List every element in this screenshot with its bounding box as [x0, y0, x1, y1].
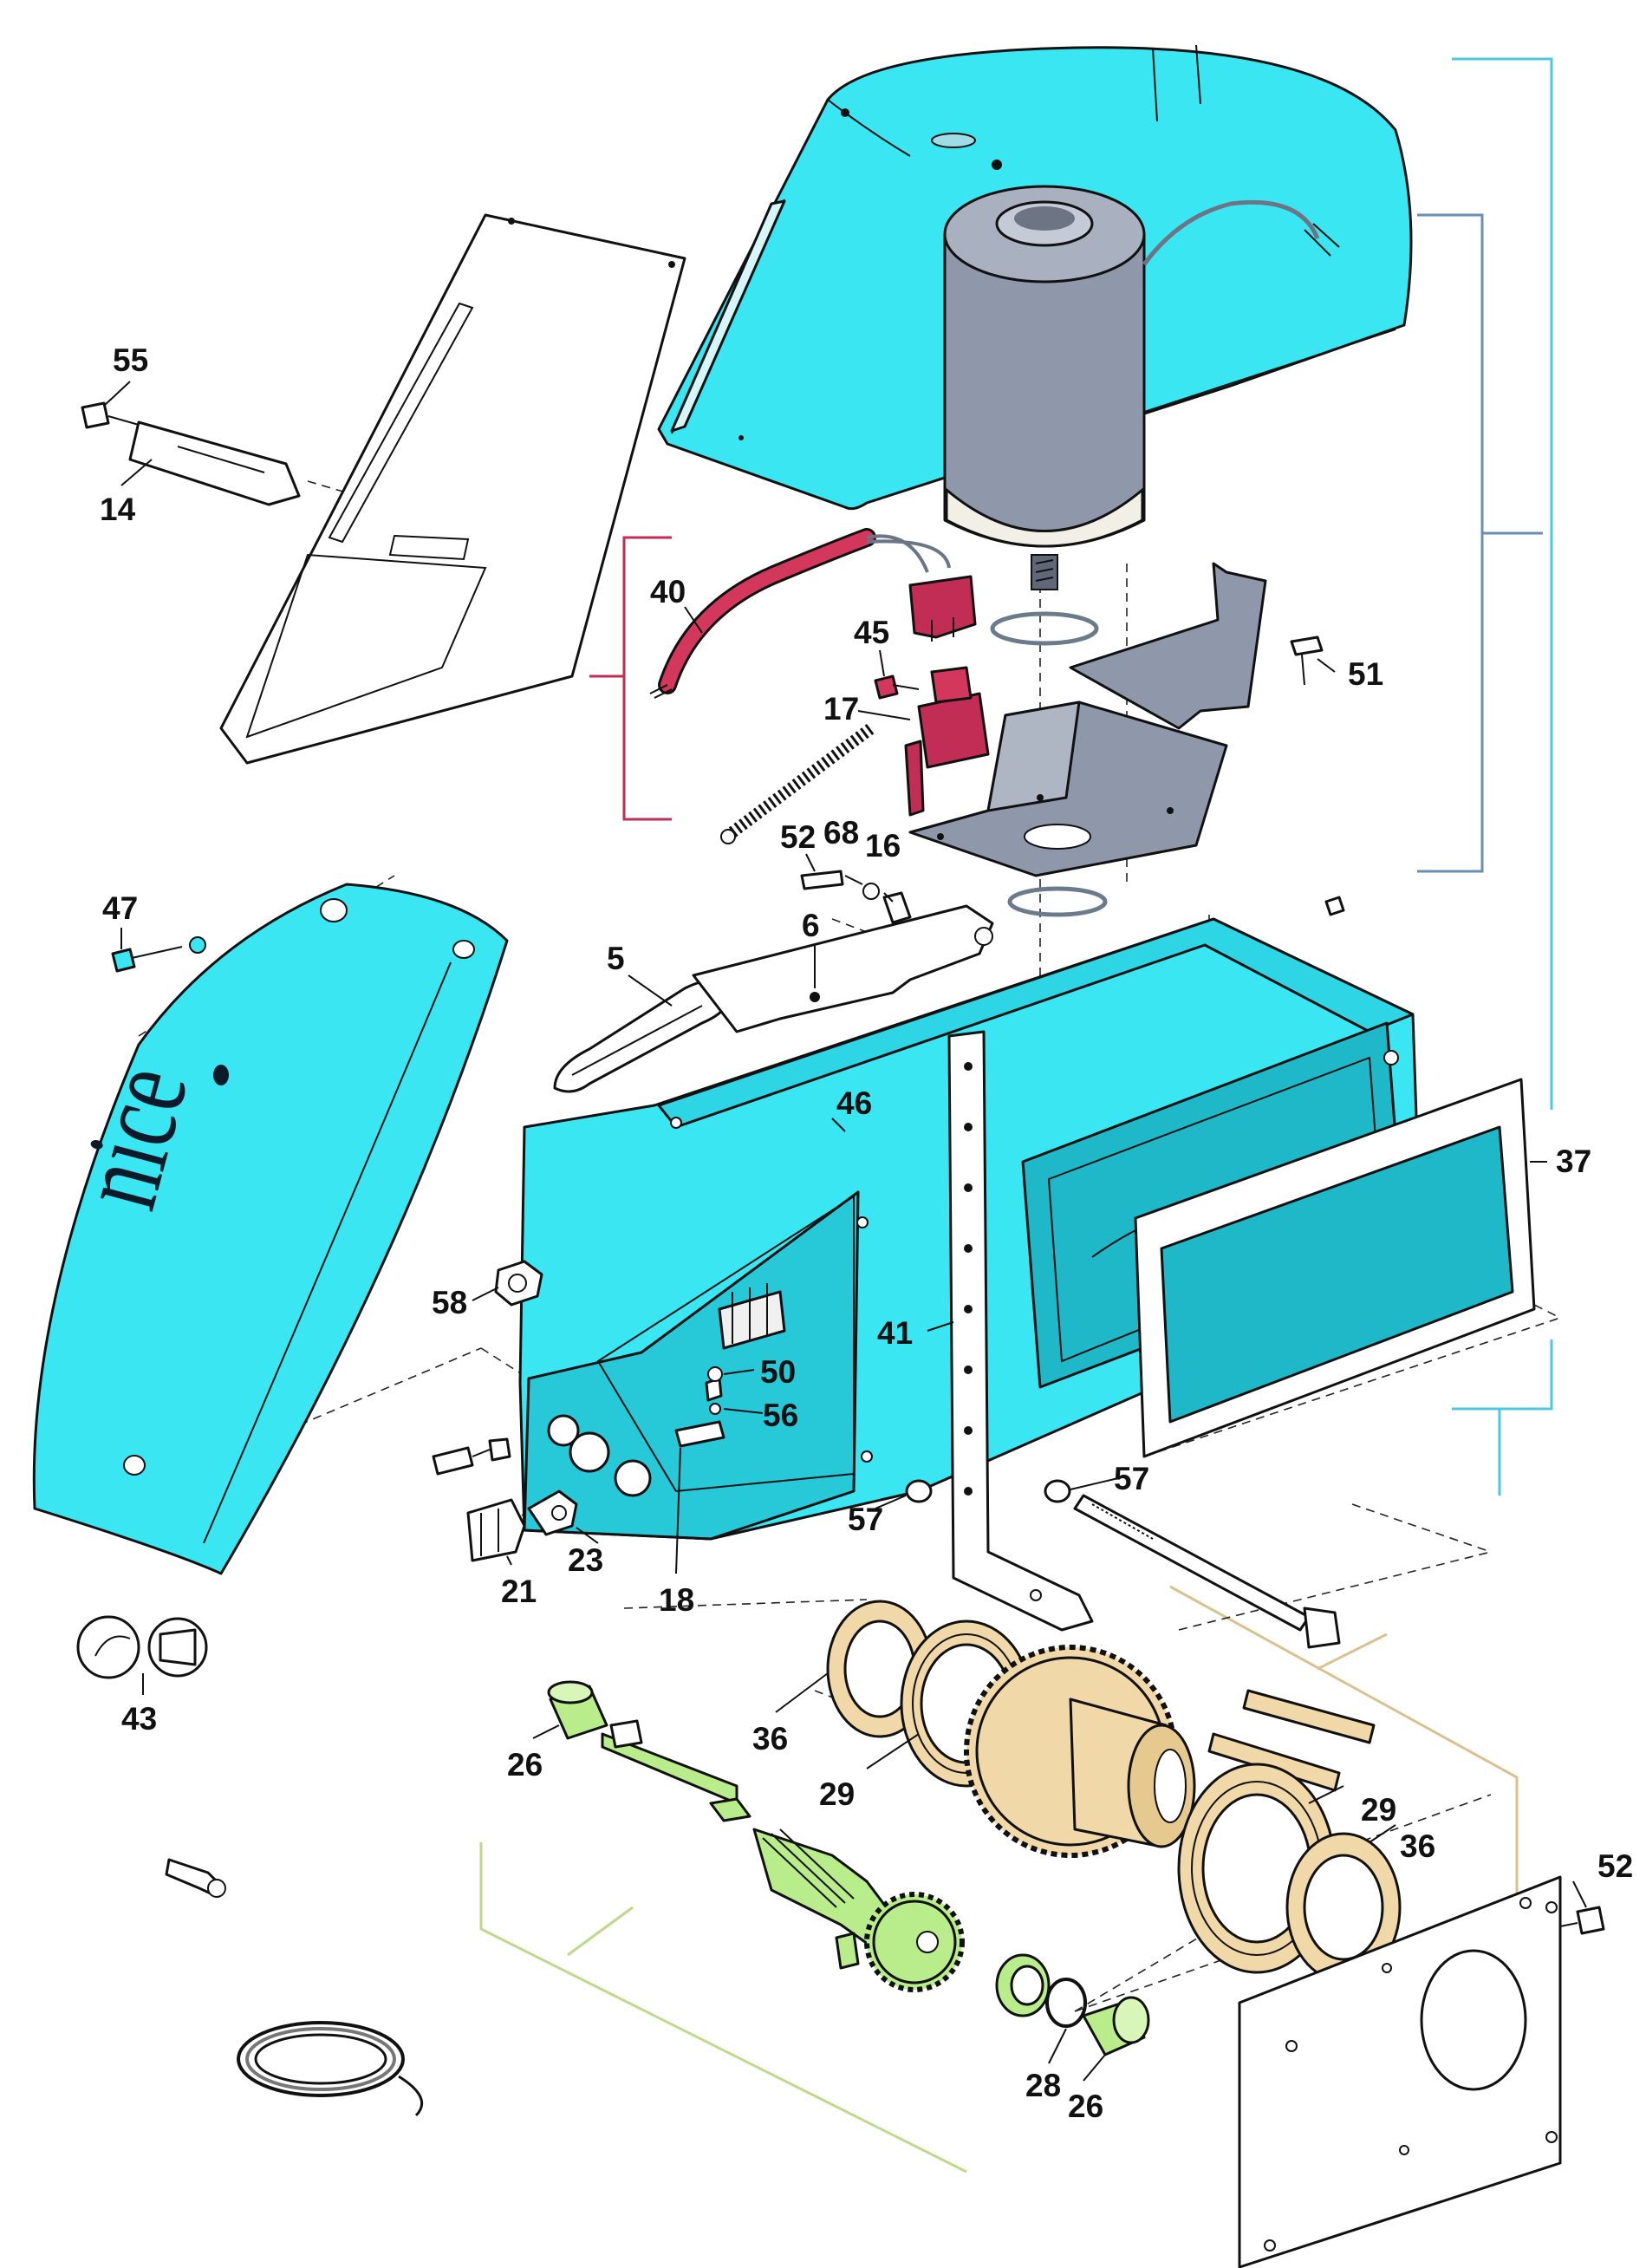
part-label: 58 — [432, 1285, 467, 1320]
o-ring-upper — [990, 611, 1099, 646]
connector-plug — [908, 575, 977, 642]
part-label: 52 — [780, 819, 816, 855]
part-label: 29 — [1361, 1792, 1396, 1828]
motor-group-bracket — [1417, 213, 1543, 873]
bearing-36-right — [1285, 1832, 1402, 1983]
part-label: 57 — [1114, 1461, 1149, 1496]
part-label: 5 — [607, 941, 625, 976]
flat-bracket — [947, 1030, 1094, 1632]
tension-spring — [720, 723, 875, 844]
part-label: 16 — [865, 828, 901, 864]
gear-group-bracket — [479, 1842, 967, 2174]
part-label: 43 — [121, 1701, 157, 1737]
bushing-26-right — [1082, 1996, 1150, 2056]
part-label: 45 — [854, 615, 889, 650]
plug-23 — [527, 1489, 578, 1536]
main-assembly-bracket — [1452, 57, 1553, 1496]
shaft — [601, 1719, 751, 1822]
part-label: 46 — [836, 1085, 872, 1121]
circlip-28 — [1045, 1978, 1087, 2028]
motor — [943, 185, 1340, 590]
coiled-strap — [237, 2021, 424, 2117]
part-label: 56 — [763, 1398, 798, 1433]
o-ring-lower — [1007, 886, 1108, 917]
part-label: 55 — [113, 342, 148, 378]
long-bolt — [1073, 1494, 1341, 1649]
part-label: 14 — [100, 492, 136, 527]
screw-51 — [1290, 635, 1324, 686]
bushing-26-left — [547, 1680, 608, 1740]
part-label: 57 — [848, 1502, 883, 1537]
washer-57-left — [905, 1479, 933, 1503]
part-label: 37 — [1556, 1144, 1591, 1179]
motor-mount-plate-upper — [1069, 562, 1267, 730]
side-cover: nice — [32, 883, 509, 1575]
gland-18 — [432, 1437, 511, 1476]
switch-screw — [874, 675, 920, 700]
part-label: 50 — [760, 1354, 796, 1390]
part-label: 41 — [877, 1315, 913, 1351]
part-label: 6 — [802, 908, 820, 943]
knob-43 — [76, 1615, 208, 1679]
part-label: 21 — [501, 1574, 537, 1609]
gasket — [1134, 1078, 1536, 1458]
cable-gland-21 — [466, 1498, 526, 1562]
part-label: 28 — [1025, 2068, 1061, 2103]
part-label: 40 — [650, 574, 686, 609]
small-gear — [864, 1892, 965, 1992]
bolt-loose — [165, 1858, 226, 1898]
screw-50-washer-56 — [707, 1366, 723, 1415]
part-label: 36 — [752, 1721, 788, 1756]
part-label: 17 — [823, 691, 859, 727]
motor-mount-bracket-lower — [908, 701, 1228, 877]
end-plate — [1238, 1875, 1562, 2268]
washer-57-right — [1044, 1479, 1071, 1503]
bushing-right-inner — [995, 1953, 1051, 2017]
screw-47 — [111, 936, 206, 973]
cover-plate — [81, 213, 686, 765]
tan-group-bracket — [1169, 1585, 1519, 1903]
main-gear — [964, 1645, 1196, 1858]
power-cable — [649, 528, 951, 699]
part-label: 18 — [659, 1582, 694, 1618]
part-label: 23 — [568, 1542, 603, 1578]
part-label: 68 — [823, 815, 859, 850]
release-lever — [553, 904, 994, 1093]
part-label: 26 — [1068, 2089, 1103, 2124]
screw-52-right — [1559, 1906, 1605, 1935]
pin-18 — [674, 1420, 725, 1448]
motor-wiring-bracket — [589, 536, 672, 821]
part-label: 51 — [1348, 656, 1383, 692]
nut-58 — [494, 1260, 543, 1307]
part-label: 47 — [102, 890, 138, 926]
part-label: 26 — [507, 1747, 543, 1782]
part-labels: 55 14 40 45 17 51 52 68 16 47 6 5 46 37 … — [100, 342, 1633, 2124]
part-label: 52 — [1597, 1848, 1633, 1884]
part-label: 36 — [1400, 1828, 1435, 1864]
leader-lines — [103, 381, 1587, 2082]
keys — [1207, 1689, 1376, 1792]
part-label: 29 — [819, 1776, 855, 1812]
limit-switch — [904, 666, 990, 817]
